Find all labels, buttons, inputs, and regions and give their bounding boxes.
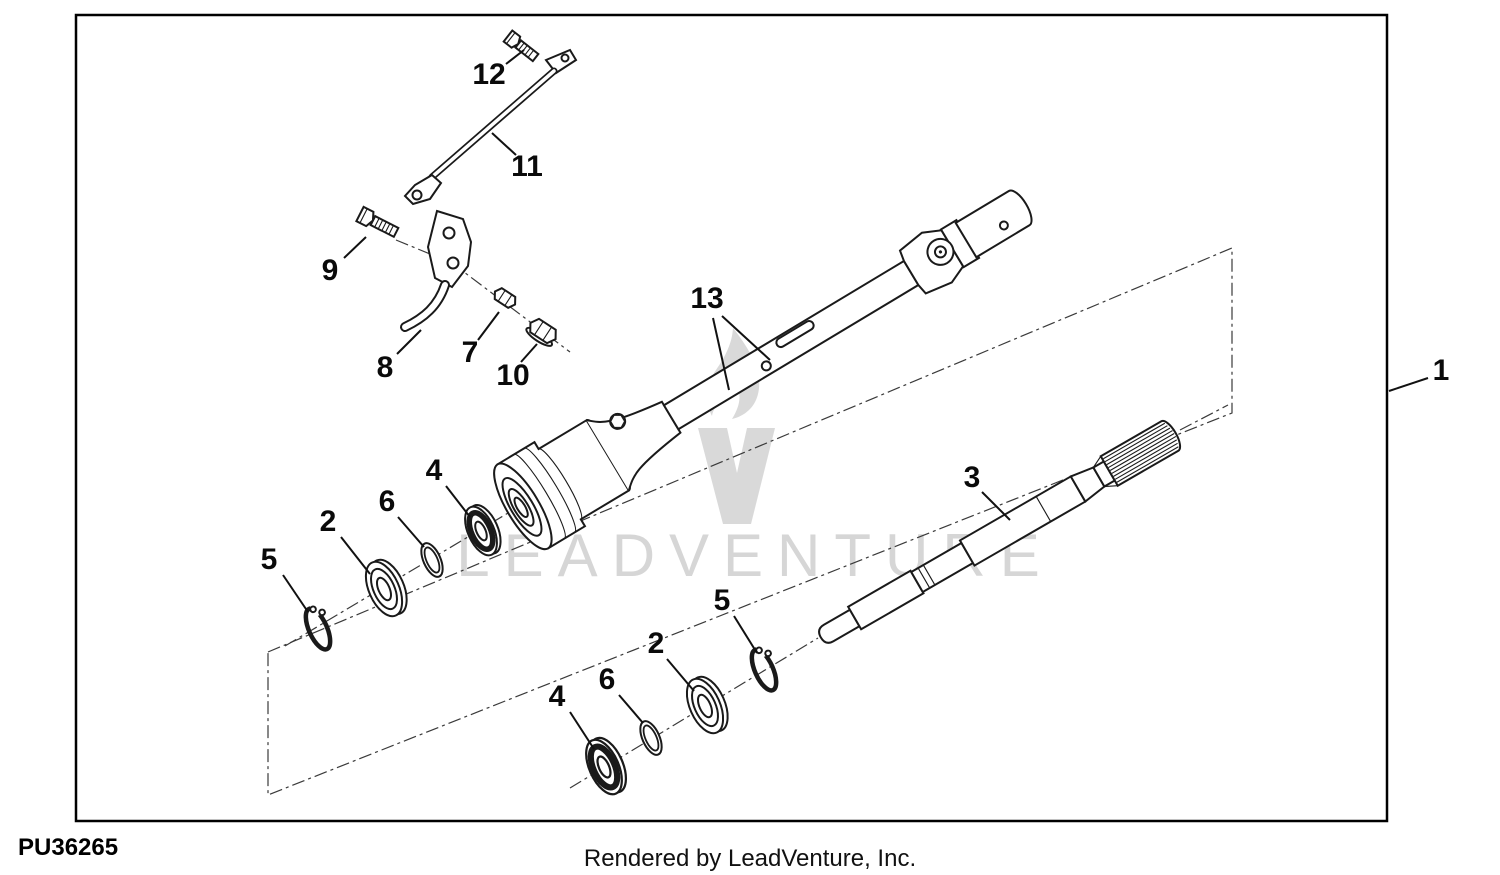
diagram-border [74,13,1389,823]
part-screw-12 [502,29,540,63]
part-nut-7 [493,287,517,309]
callout-11[interactable]: 11 [511,150,543,183]
callout-leader-lines [282,49,1429,750]
callout-9[interactable]: 9 [321,254,339,287]
callout-6[interactable]: 6 [598,663,616,696]
part-screw-9 [355,205,400,239]
callout-4[interactable]: 4 [548,680,566,713]
callout-6[interactable]: 6 [378,485,396,518]
footer-credit: Rendered by LeadVenture, Inc. [583,845,917,872]
part-code: PU36265 [18,834,119,861]
callout-3[interactable]: 3 [963,461,981,494]
callout-2[interactable]: 2 [647,627,665,660]
callout-10[interactable]: 10 [496,359,530,392]
part-nut-10 [525,317,557,347]
callout-2[interactable]: 2 [319,505,337,538]
callout-13[interactable]: 13 [690,282,724,315]
callout-5[interactable]: 5 [713,584,731,617]
callout-8[interactable]: 8 [376,351,394,384]
callout-1[interactable]: 1 [1432,354,1450,387]
part-bracket-8 [400,209,473,332]
callout-4[interactable]: 4 [425,454,443,487]
part-drag-link-11 [403,48,578,206]
callout-5[interactable]: 5 [260,543,278,576]
callout-12[interactable]: 12 [472,58,506,91]
callout-7[interactable]: 7 [461,336,479,369]
part-steering-shaft-3 [818,419,1182,644]
